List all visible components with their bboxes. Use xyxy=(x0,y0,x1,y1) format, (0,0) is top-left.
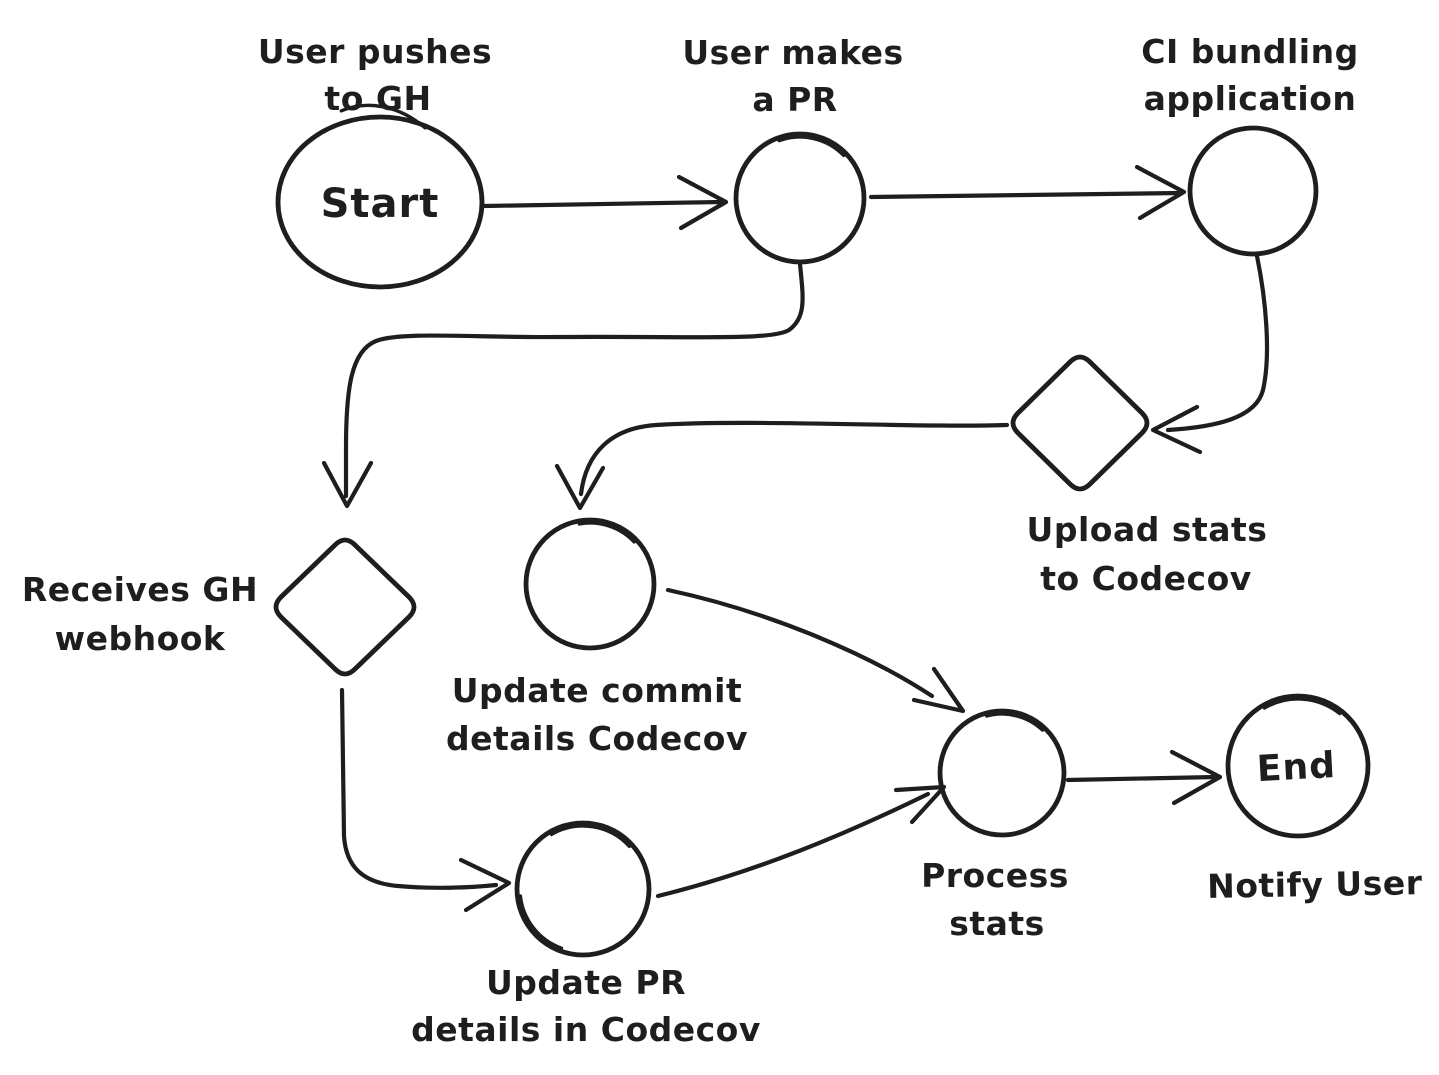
node-update-pr xyxy=(514,820,652,958)
edge-receives-webhook-to-update-pr xyxy=(339,687,512,913)
label-notify-user: Notify User xyxy=(1207,863,1423,906)
node-update-commit xyxy=(523,517,657,651)
node-receives-webhook xyxy=(273,537,417,677)
label-receives-webhook: Receives GH webhook xyxy=(22,570,258,658)
svg-text:CI bundling: CI bundling xyxy=(1141,32,1358,71)
edge-update-commit-to-process-stats xyxy=(665,587,966,714)
label-update-pr: Update PR details in Codecov xyxy=(411,963,761,1049)
svg-text:Update PR: Update PR xyxy=(486,963,686,1002)
end-text: End xyxy=(1256,745,1337,790)
svg-text:User makes: User makes xyxy=(682,33,903,72)
edge-update-pr-to-process-stats xyxy=(655,784,947,899)
label-process-stats: Process stats xyxy=(921,856,1069,943)
node-start: Start xyxy=(275,103,485,301)
node-end: End xyxy=(1225,693,1371,839)
edge-upload-stats-to-update-commit xyxy=(554,420,1010,511)
node-process-stats xyxy=(937,708,1067,838)
edge-start-to-user-makes-pr xyxy=(481,174,729,231)
label-start: User pushes to GH xyxy=(258,32,492,118)
node-upload-stats xyxy=(1010,354,1150,492)
node-user-makes-pr xyxy=(733,131,867,265)
svg-text:Receives GH: Receives GH xyxy=(22,570,258,609)
edge-process-stats-to-end xyxy=(1065,749,1223,806)
svg-text:Notify User: Notify User xyxy=(1207,863,1423,906)
svg-text:details in Codecov: details in Codecov xyxy=(411,1010,761,1049)
svg-text:Process: Process xyxy=(921,856,1069,895)
node-ci-bundling xyxy=(1187,125,1319,257)
svg-text:webhook: webhook xyxy=(55,619,226,658)
label-update-commit: Update commit details Codecov xyxy=(446,671,748,758)
svg-text:to Codecov: to Codecov xyxy=(1040,559,1252,598)
edge-user-makes-pr-to-ci-bundling xyxy=(868,164,1187,221)
svg-text:User pushes: User pushes xyxy=(258,32,492,71)
svg-text:application: application xyxy=(1144,79,1357,118)
label-upload-stats: Upload stats to Codecov xyxy=(1027,510,1268,598)
edge-ci-bundling-to-upload-stats xyxy=(1150,253,1270,455)
svg-text:Update commit: Update commit xyxy=(452,671,743,710)
svg-text:details Codecov: details Codecov xyxy=(446,719,748,758)
edge-user-makes-pr-to-receives-webhook xyxy=(321,261,805,509)
label-ci-bundling: CI bundling application xyxy=(1141,32,1358,118)
start-text: Start xyxy=(321,181,440,227)
svg-text:to GH: to GH xyxy=(324,79,431,118)
svg-text:stats: stats xyxy=(949,904,1045,943)
label-user-makes-pr: User makes a PR xyxy=(682,33,903,119)
svg-text:Upload stats: Upload stats xyxy=(1027,510,1268,549)
svg-text:a PR: a PR xyxy=(752,80,837,119)
